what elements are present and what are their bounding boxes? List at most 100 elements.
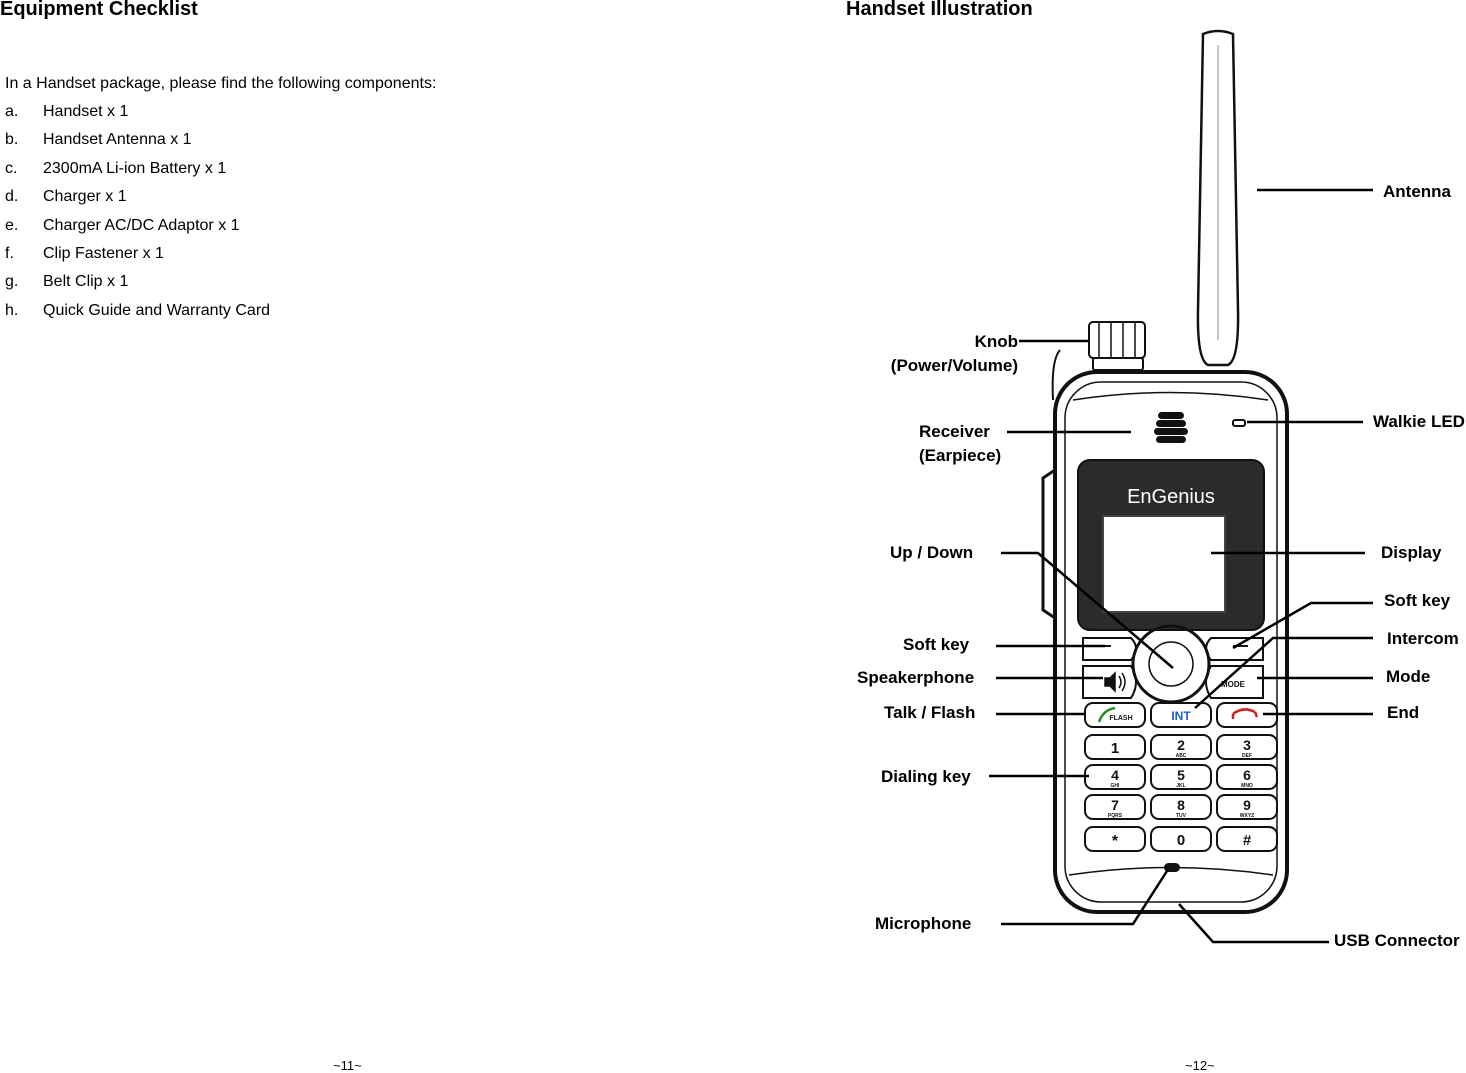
list-item-text: Handset x 1: [43, 103, 129, 120]
nav-ring: [1131, 624, 1211, 704]
receiver-label: Receiver (Earpiece): [919, 420, 1001, 468]
list-item-text: Belt Clip x 1: [43, 273, 129, 291]
mode-key-label: MODE: [1221, 680, 1246, 689]
checklist-intro: In a Handset package, please find the fo…: [5, 75, 437, 92]
list-item-text: Quick Guide and Warranty Card: [43, 301, 271, 319]
speakerphone-key-shape: [1082, 665, 1137, 699]
talk-phone-icon: [1097, 706, 1116, 723]
intercom-leader: [1194, 636, 1373, 709]
soft-key-right-shape: [1205, 637, 1264, 661]
end-phone-icon: [1231, 708, 1259, 719]
int-key-label: INT: [1171, 709, 1191, 723]
int-key-shape: [1150, 702, 1212, 728]
list-item-text: Clip Fastener x 1: [43, 244, 164, 262]
list-item-text: 2300mA Li-ion Battery x 1: [43, 159, 227, 177]
handset-inner: [1064, 381, 1278, 903]
speaker-icon: [1104, 671, 1126, 693]
key-star-label: *: [1112, 833, 1119, 850]
antenna-label: Antenna: [1383, 182, 1451, 201]
list-item-letter: b.: [5, 131, 19, 149]
walkie-led-shape: [1232, 419, 1246, 427]
key-5-shape: [1150, 764, 1212, 790]
key-0-shape: [1150, 826, 1212, 852]
key-3-label: 3: [1243, 737, 1251, 753]
key-7-letters: PQRS: [1108, 813, 1123, 819]
key-6-label: 6: [1243, 767, 1251, 783]
list-item-text: Handset Antenna x 1: [43, 131, 192, 149]
key-9-label: 9: [1243, 797, 1251, 813]
key-0-label: 0: [1177, 832, 1185, 849]
key-2-shape: [1150, 734, 1212, 760]
key-3-shape: [1216, 734, 1278, 760]
list-item-text: Charger AC/DC Adaptor x 1: [43, 216, 240, 234]
key-2-label: 2: [1177, 737, 1185, 753]
key-5-letters: JKL: [1176, 783, 1185, 789]
key-hash-shape: [1216, 826, 1278, 852]
page-number-right: ~12~: [1185, 1058, 1215, 1073]
soft-key-left-shape: [1082, 637, 1137, 661]
intercom-label: Intercom: [1387, 629, 1459, 648]
list-item-letter: d.: [5, 188, 19, 206]
key-5-label: 5: [1177, 767, 1185, 783]
knob-shape: [1088, 321, 1146, 359]
list-item-letter: f.: [5, 244, 14, 262]
key-hash-label: #: [1243, 832, 1252, 849]
key-9-shape: [1216, 794, 1278, 820]
page-number-left: ~11~: [333, 1058, 362, 1073]
list-item-letter: c.: [5, 159, 18, 177]
knob-label-line2: (Power/Volume): [890, 356, 1018, 375]
key-6-letters: MNO: [1241, 783, 1253, 789]
soft-key-right-leader: [1232, 601, 1373, 650]
key-2-letters: ABC: [1176, 753, 1187, 759]
list-item-letter: e.: [5, 216, 19, 234]
display-brand: EnGenius: [1127, 486, 1215, 508]
side-button: [1041, 468, 1056, 620]
dialing-key-label: Dialing key: [881, 767, 971, 786]
antenna-shape: [1196, 29, 1240, 367]
flash-key-label: FLASH: [1109, 715, 1132, 722]
key-9-letters: WXYZ: [1240, 813, 1254, 819]
key-1-shape: [1084, 734, 1146, 760]
display-label: Display: [1381, 543, 1442, 562]
key-8-label: 8: [1177, 797, 1185, 813]
soft-key-left-label: Soft key: [903, 635, 970, 654]
right-page: Handset Illustration: [733, 0, 1466, 1073]
up-down-leader: [1001, 551, 1174, 669]
usb-connector-leader: [1178, 903, 1329, 944]
receiver-label-line2: (Earpiece): [919, 446, 1002, 465]
microphone-label: Microphone: [875, 914, 972, 933]
key-3-letters: DEF: [1242, 753, 1252, 759]
knob-label-line1: Knob: [974, 332, 1018, 351]
microphone-leader: [1001, 870, 1169, 926]
key-6-shape: [1216, 764, 1278, 790]
receiver-label-line1: Receiver: [919, 422, 990, 441]
key-1-label: 1: [1111, 740, 1119, 757]
list-item-text: Charger x 1: [43, 188, 127, 206]
list-item-letter: g.: [5, 273, 19, 291]
knob-label: Knob (Power/Volume): [853, 330, 1018, 378]
walkie-led-label: Walkie LED: [1373, 412, 1465, 431]
page-title-equipment-checklist: Equipment Checklist: [0, 0, 198, 20]
handset-illustration: EnGenius MODE FLASH INT 1 2 ABC 3 DEF 4 …: [989, 29, 1373, 944]
up-down-label: Up / Down: [890, 543, 974, 562]
key-7-shape: [1084, 794, 1146, 820]
key-star-shape: [1084, 826, 1146, 852]
key-7-label: 7: [1111, 797, 1119, 813]
list-item-letter: a.: [5, 103, 19, 120]
key-4-letters: GHI: [1111, 783, 1121, 789]
nav-center: [1148, 641, 1194, 687]
soft-key-right-label: Soft key: [1384, 591, 1451, 610]
list-item-letter: h.: [5, 301, 19, 319]
earpiece-shape: [1154, 412, 1188, 443]
display-screen: [1102, 515, 1226, 613]
key-8-shape: [1150, 794, 1212, 820]
usb-connector-label: USB Connector: [1334, 931, 1460, 950]
end-label: End: [1387, 703, 1420, 722]
speakerphone-label: Speakerphone: [857, 668, 975, 687]
left-page: Equipment Checklist In a Handset package…: [0, 0, 437, 1073]
key-4-label: 4: [1111, 767, 1119, 783]
talk-flash-label: Talk / Flash: [884, 703, 976, 722]
page-title-handset-illustration: Handset Illustration: [846, 0, 1033, 20]
mode-label: Mode: [1386, 667, 1431, 686]
key-8-letters: TUV: [1176, 813, 1187, 819]
